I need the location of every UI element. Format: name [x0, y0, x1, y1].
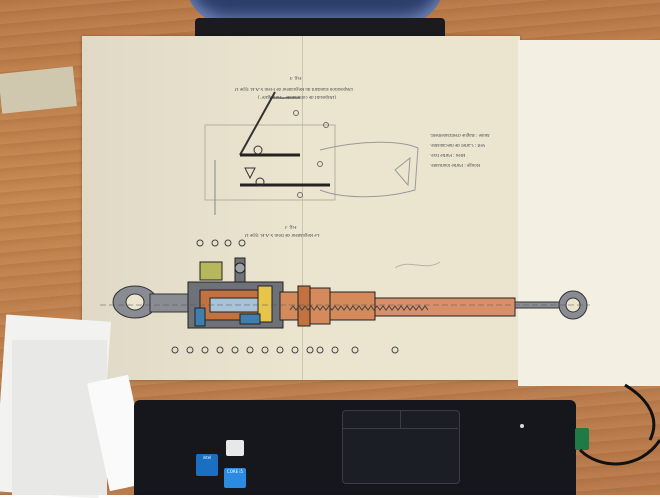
touchpad[interactable] — [342, 410, 460, 484]
drawing-sheet-extension — [518, 40, 660, 386]
pencil-scribble — [394, 261, 441, 269]
brake-regulator-drawing — [100, 239, 590, 354]
linkage-schematic — [204, 91, 419, 215]
green-usb-plug — [575, 428, 589, 450]
core-i5-sticker: CORE i5 — [224, 468, 246, 488]
cable-1 — [578, 439, 660, 466]
paper-fold-line — [302, 36, 303, 380]
intel-sticker: intel — [196, 454, 218, 476]
touchpad-buttons[interactable] — [342, 410, 458, 429]
logo-sticker — [226, 440, 244, 456]
power-led — [520, 424, 524, 428]
paper-sheet — [12, 340, 107, 495]
dark-cushion-edge — [195, 18, 445, 40]
cable-2 — [624, 383, 656, 441]
touchpad-button-divider — [400, 410, 401, 428]
